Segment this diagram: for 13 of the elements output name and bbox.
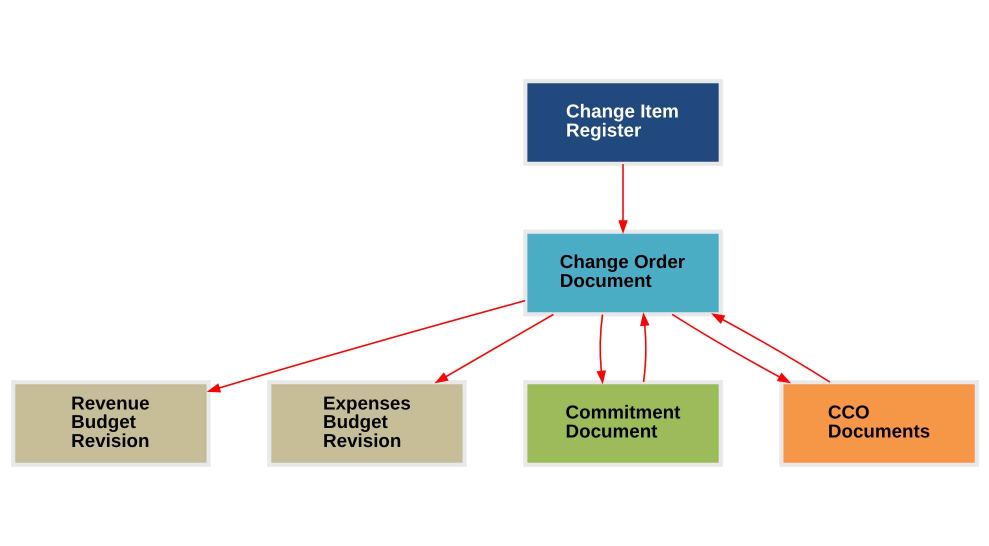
node-box: Revenue Budget Revision bbox=[10, 380, 210, 467]
arrow bbox=[434, 314, 554, 384]
node-box: Change Item Register bbox=[522, 79, 722, 166]
arrow bbox=[640, 312, 650, 382]
arrow bbox=[206, 300, 525, 392]
arrow bbox=[596, 314, 606, 384]
arrow bbox=[671, 314, 791, 384]
node-box: Commitment Document bbox=[522, 380, 722, 467]
arrow bbox=[710, 313, 830, 383]
arrow bbox=[618, 164, 628, 234]
node-box: CCO Documents bbox=[778, 380, 978, 467]
node-box: Expenses Budget Revision bbox=[266, 380, 466, 467]
node-box: Change Order Document bbox=[522, 230, 722, 316]
